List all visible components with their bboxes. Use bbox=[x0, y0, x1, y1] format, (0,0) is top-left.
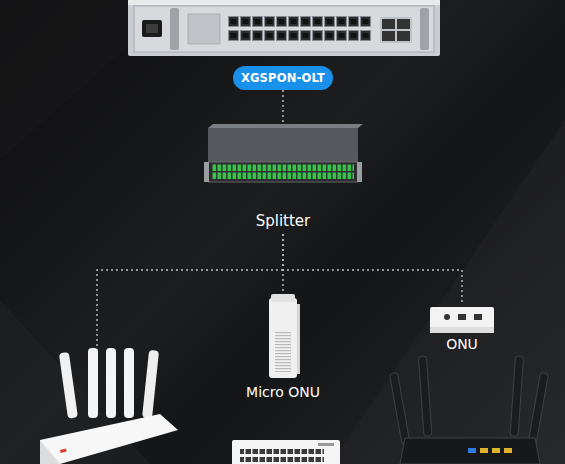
fiber-connector bbox=[282, 234, 283, 292]
micro-onu-device: Micro ONU bbox=[233, 292, 333, 406]
network-switch bbox=[232, 440, 340, 464]
node-label: Micro ONU bbox=[233, 384, 333, 400]
drop-line bbox=[97, 270, 283, 358]
olt-label-pill: XGSPON-OLT bbox=[233, 66, 333, 90]
node-label: Splitter bbox=[198, 212, 368, 230]
onu-device: ONU bbox=[422, 305, 502, 355]
olt-chassis bbox=[128, 0, 440, 56]
fiber-connector bbox=[282, 90, 283, 124]
node-label: ONU bbox=[422, 336, 502, 352]
white-router bbox=[40, 348, 178, 464]
black-router bbox=[390, 356, 549, 464]
splitter-device: Splitter bbox=[198, 124, 368, 234]
fiber-connector bbox=[283, 234, 462, 305]
node-label: XGSPON-OLT bbox=[241, 71, 325, 85]
